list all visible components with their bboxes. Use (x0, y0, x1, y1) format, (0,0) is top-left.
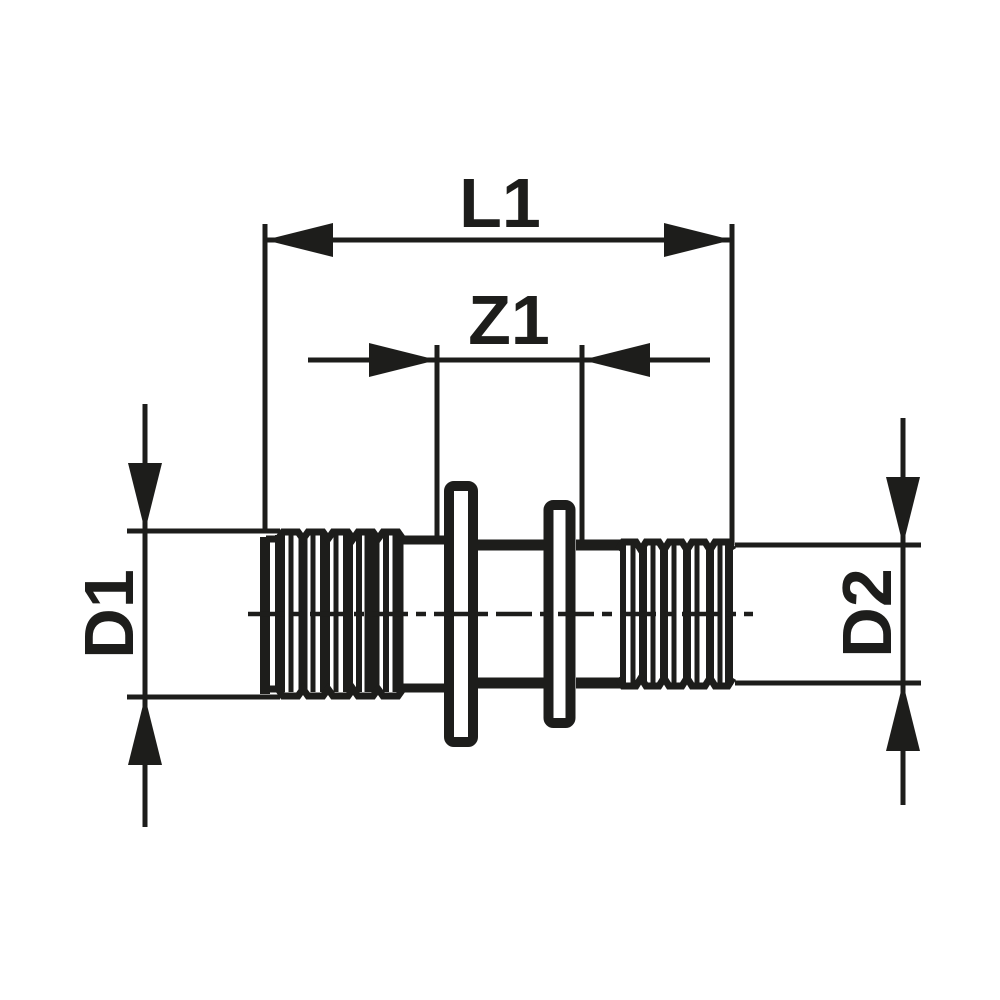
left-thread-top-edge (266, 528, 406, 546)
d2-arrow-bottom (886, 683, 920, 751)
dimension-Z1: Z1 (308, 281, 710, 545)
z1-arrow-right (582, 343, 650, 377)
d2-label: D2 (828, 568, 906, 657)
d1-arrow-top (128, 463, 162, 531)
fitting-body (260, 481, 736, 747)
left-thread-bottom-edge (266, 682, 406, 700)
z1-arrow-left (369, 343, 437, 377)
dimension-D2: D2 (735, 418, 921, 805)
right-thread-top-edge (615, 538, 736, 557)
dimension-L1: L1 (262, 164, 735, 545)
d1-label: D1 (70, 569, 148, 658)
z1-label: Z1 (468, 281, 550, 359)
middle-cylinder (478, 539, 548, 689)
d2-arrow-top (886, 477, 920, 545)
d1-arrow-bottom (128, 697, 162, 765)
l1-label: L1 (459, 164, 541, 242)
l1-arrow-right (664, 223, 732, 257)
dimension-D1: D1 (70, 404, 280, 827)
l1-arrow-left (265, 223, 333, 257)
right-thread-bottom-edge (615, 671, 736, 690)
